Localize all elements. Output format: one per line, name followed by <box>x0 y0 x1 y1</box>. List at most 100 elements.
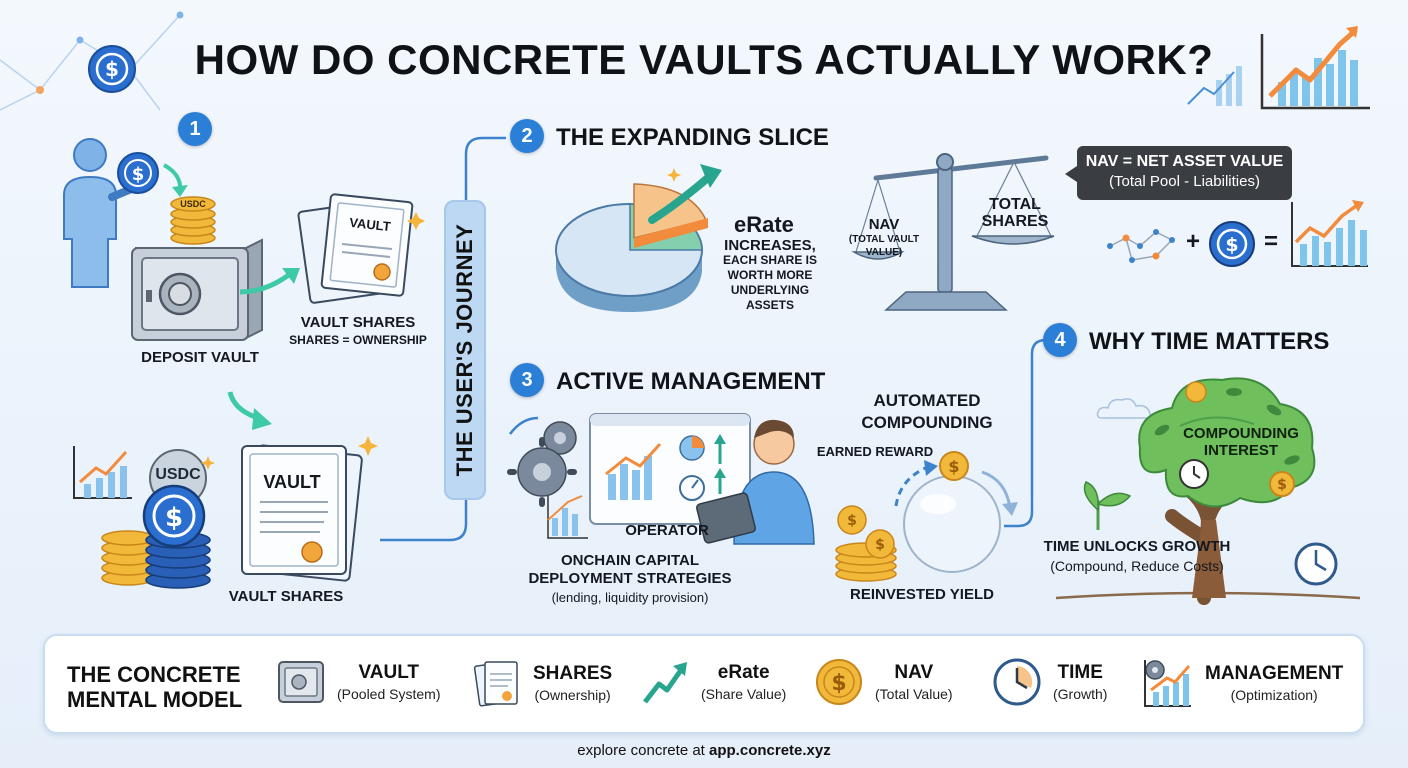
erate-description: INCREASES, EACH SHARE IS WORTH MORE UNDE… <box>716 238 824 313</box>
shares-ownership-note: SHARES = OWNERSHIP <box>289 333 427 347</box>
growth-chart-icon <box>1187 26 1370 110</box>
page-title: HOW DO CONCRETE VAULTS ACTUALLY WORK? <box>194 36 1214 83</box>
earned-reward-label: EARNED REWARD <box>816 444 934 459</box>
step-1-badge: 1 <box>178 112 212 146</box>
legend-main: VAULT <box>358 662 419 683</box>
nav-label: NAV <box>868 216 900 233</box>
vault-certificate-icon <box>201 436 378 582</box>
svg-text:$: $ <box>1277 477 1287 493</box>
nav-label-sub: (TOTAL VAULT <box>848 234 920 245</box>
operator-label: OPERATOR <box>625 522 709 539</box>
network-nodes-icon <box>1107 229 1175 263</box>
arrow-down-icon <box>227 391 272 430</box>
users-journey-bar: THE USER'S JOURNEY <box>444 200 486 500</box>
step-4-badge: 4 <box>1043 323 1077 357</box>
trend-arrow-icon <box>643 662 687 704</box>
strategy-line: DEPLOYMENT STRATEGIES <box>528 570 732 587</box>
erate-line: INCREASES, <box>724 237 816 254</box>
usdc-stack-label: USDC <box>155 466 201 483</box>
legend-item-management: MANAGEMENT (Optimization) <box>1143 658 1343 708</box>
svg-text:$: $ <box>948 457 959 476</box>
legend-item-nav: $ NAV (Total Value) <box>815 658 953 706</box>
legend-sub: (Pooled System) <box>337 686 441 702</box>
section-4-heading: WHY TIME MATTERS <box>1089 328 1330 355</box>
tree-line: INTEREST <box>1203 442 1279 459</box>
compounding-loop-icon: $ $ $ <box>835 451 1018 582</box>
time-unlocks-label: TIME UNLOCKS GROWTH <box>1043 538 1231 555</box>
legend-sub: (Growth) <box>1053 686 1108 702</box>
equation-plus: + <box>1186 228 1201 255</box>
total-shares-label: TOTAL SHARES <box>972 196 1058 230</box>
svg-text:$: $ <box>847 513 857 529</box>
gear-chart-icon <box>1144 660 1191 707</box>
erate-line: WORTH MORE <box>727 268 813 282</box>
svg-text:$: $ <box>875 537 885 553</box>
total-shares-line: TOTAL <box>989 196 1041 213</box>
legend-sub: (Optimization) <box>1230 687 1318 703</box>
section-3-heading: ACTIVE MANAGEMENT <box>556 368 826 395</box>
legend-title-line: THE CONCRETE <box>67 662 241 687</box>
arrow-to-shares-icon <box>239 268 300 295</box>
svg-text:$: $ <box>165 503 183 533</box>
svg-text:$: $ <box>831 671 846 696</box>
footer-link[interactable]: app.concrete.xyz <box>709 742 831 759</box>
erate-line: EACH SHARE IS <box>722 253 817 267</box>
safe-icon <box>278 661 324 703</box>
safe-icon <box>131 238 263 341</box>
legend-sub: (Total Value) <box>875 686 953 702</box>
legend-sub: (Share Value) <box>701 686 787 702</box>
compounding-line: COMPOUNDING <box>861 413 993 432</box>
balance-scale-icon <box>851 153 1055 311</box>
total-shares-line: SHARES <box>981 213 1049 230</box>
deposit-vault-caption: DEPOSIT VAULT <box>141 349 259 366</box>
nav-scale-label: NAV (TOTAL VAULT VALUE) <box>846 216 922 259</box>
erate-title: eRate <box>734 212 794 237</box>
footer-prefix: explore concrete at <box>577 742 710 759</box>
legend-main: eRate <box>717 662 770 683</box>
bottom-vault-shares-caption: VAULT SHARES <box>228 588 344 605</box>
section-2-heading: THE EXPANDING SLICE <box>556 124 829 151</box>
compounding-line: AUTOMATED <box>873 391 981 410</box>
vault-cert-label: VAULT <box>263 472 321 492</box>
dollar-coin-icon: $ <box>1209 221 1255 267</box>
legend-item-shares: SHARES (Ownership) <box>473 658 613 708</box>
usdc-stack-icon: $ <box>101 449 211 589</box>
legend-item-time: TIME (Growth) <box>993 658 1107 706</box>
legend-item-vault: VAULT (Pooled System) <box>277 658 440 706</box>
nav-label-sub: VALUE) <box>865 247 903 258</box>
legend-title-line: MENTAL MODEL <box>67 687 243 712</box>
nav-tooltip-sub: (Total Pool - Liabilities) <box>1109 173 1260 190</box>
svg-text:$: $ <box>105 57 119 81</box>
legend-title: THE CONCRETE MENTAL MODEL <box>67 662 242 712</box>
strategy-line: ONCHAIN CAPITAL <box>560 552 700 569</box>
legend-main: MANAGEMENT <box>1205 663 1344 684</box>
tree-line: COMPOUNDING <box>1183 425 1299 442</box>
compounding-interest-label: COMPOUNDING INTEREST <box>1176 425 1306 459</box>
operator-dashboard-icon <box>507 413 815 545</box>
share-certificate-icon <box>297 193 425 304</box>
cloud-icon <box>1096 398 1152 419</box>
time-unlocks-sub: (Compound, Reduce Costs) <box>1050 558 1224 574</box>
mini-chart-icon <box>73 446 132 499</box>
strategy-caption: ONCHAIN CAPITAL DEPLOYMENT STRATEGIES <box>500 552 760 588</box>
money-tree-icon: $ <box>1055 377 1361 605</box>
erate-line: ASSETS <box>745 298 794 312</box>
nav-definition-tooltip: NAV = NET ASSET VALUE (Total Pool - Liab… <box>1065 146 1292 200</box>
equation-equals: = <box>1264 228 1279 255</box>
nav-tooltip-title: NAV = NET ASSET VALUE <box>1085 153 1284 170</box>
clock-icon <box>993 658 1041 706</box>
legend-main: TIME <box>1057 662 1103 683</box>
vault-shares-caption: VAULT SHARES <box>300 314 416 331</box>
automated-compounding-label: AUTOMATED COMPOUNDING <box>836 390 1018 434</box>
erate-line: UNDERLYING <box>730 283 810 297</box>
step-3-badge: 3 <box>510 363 544 397</box>
svg-text:$: $ <box>1225 234 1238 256</box>
certificate-icon <box>473 661 518 707</box>
legend-main: SHARES <box>533 663 613 684</box>
pie-slice-icon <box>555 164 722 312</box>
usdc-coin-label: USDC <box>180 199 206 209</box>
step-2-badge: 2 <box>510 119 544 153</box>
dollar-coin-icon: $ <box>816 659 862 705</box>
reinvested-yield-label: REINVESTED YIELD <box>850 586 994 603</box>
users-journey-label: THE USER'S JOURNEY <box>452 223 477 477</box>
